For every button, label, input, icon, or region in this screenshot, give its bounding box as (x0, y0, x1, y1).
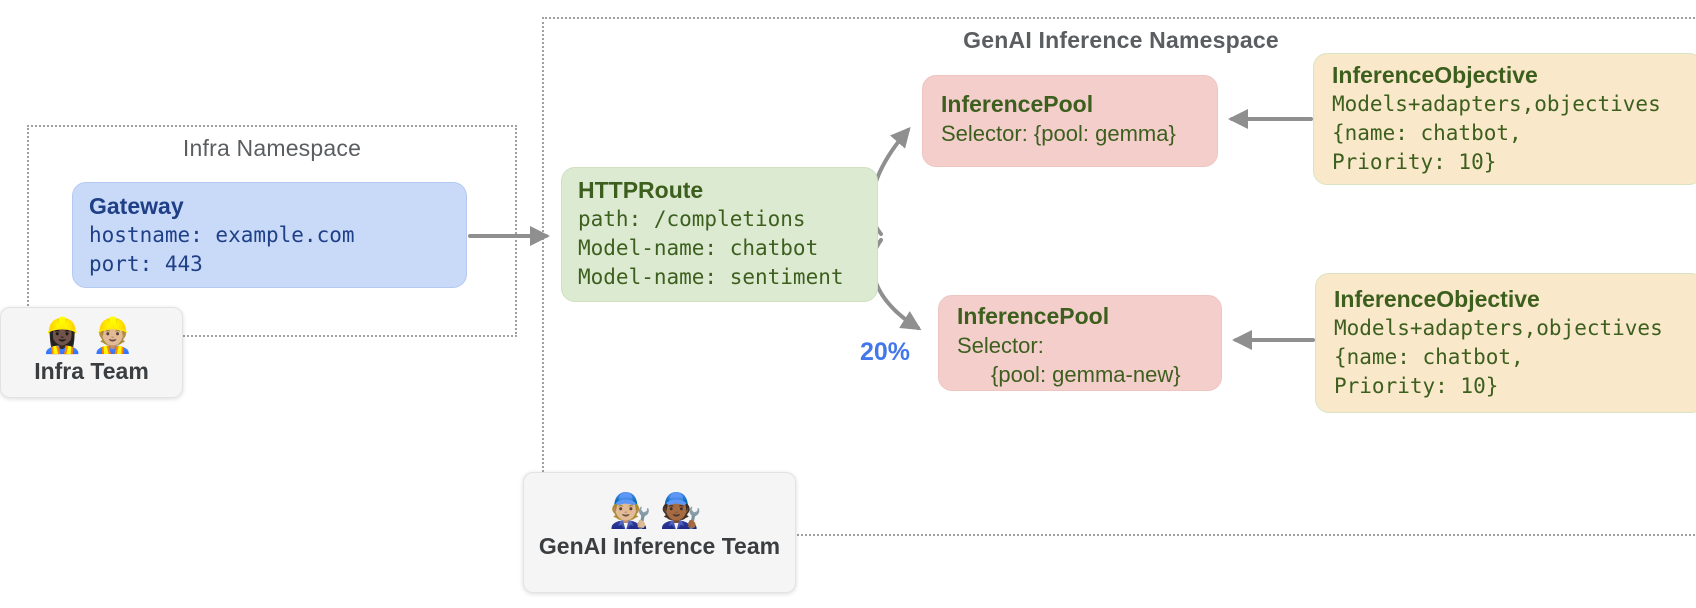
mechanics-icon: 🧑🏼‍🔧🧑🏾‍🔧 (609, 492, 710, 530)
httproute-node: HTTPRoute path: /completions Model-name:… (561, 167, 878, 302)
infra-namespace-title: Infra Namespace (182, 135, 362, 161)
genai-team-card: 🧑🏼‍🔧🧑🏾‍🔧 GenAI Inference Team (523, 472, 796, 593)
genai-namespace-boundary: GenAI Inference Namespace (542, 17, 1696, 536)
inference-objective-bottom-node: InferenceObjective Models+adapters,objec… (1315, 273, 1696, 413)
inference-pool-bottom-title: InferencePool (957, 303, 1110, 329)
inference-pool-bottom-pool-line: {pool: gemma-new} (991, 362, 1181, 387)
httproute-model-sentiment-line: Model-name: sentiment (578, 265, 844, 289)
httproute-path-line: path: /completions (578, 207, 806, 231)
gateway-port-line: port: 443 (89, 252, 203, 276)
gateway-title: Gateway (89, 193, 184, 219)
httproute-model-chatbot-line: Model-name: chatbot (578, 236, 819, 260)
inference-objective-bottom-priority-line: Priority: 10} (1334, 374, 1499, 398)
gateway-node: Gateway hostname: example.com port: 443 (72, 182, 467, 288)
inference-objective-top-name-line: {name: chatbot, (1332, 121, 1522, 145)
inference-objective-top-node: InferenceObjective Models+adapters,objec… (1313, 53, 1696, 185)
gateway-hostname-line: hostname: example.com (89, 223, 355, 247)
genai-team-label: GenAI Inference Team (538, 533, 781, 560)
inference-pool-top-selector-line: Selector: {pool: gemma} (941, 121, 1176, 146)
inference-objective-top-title: InferenceObjective (1332, 62, 1538, 88)
inference-pool-bottom-node: InferencePool Selector: {pool: gemma-new… (938, 295, 1222, 391)
infra-namespace-boundary: Infra Namespace (27, 125, 517, 337)
inference-pool-bottom-selector-line: Selector: (957, 333, 1044, 358)
inference-pool-top-node: InferencePool Selector: {pool: gemma} (922, 75, 1218, 167)
genai-namespace-title: GenAI Inference Namespace (963, 27, 1279, 53)
httproute-title: HTTPRoute (578, 177, 704, 203)
construction-workers-icon: 👷🏿‍♀️👷🏼 (41, 317, 142, 355)
arrow-httproute-to-pool-bottom (870, 238, 922, 331)
inference-objective-bottom-name-line: {name: chatbot, (1334, 345, 1524, 369)
infra-team-card: 👷🏿‍♀️👷🏼 Infra Team (0, 307, 183, 398)
traffic-split-label: 20% (860, 338, 911, 366)
inference-objective-bottom-models-line: Models+adapters,objectives (1334, 316, 1663, 340)
inference-pool-top-title: InferencePool (941, 91, 1094, 117)
infra-team-label: Infra Team (34, 358, 149, 385)
inference-objective-top-priority-line: Priority: 10} (1332, 150, 1497, 174)
inference-objective-bottom-title: InferenceObjective (1334, 286, 1540, 312)
inference-objective-top-models-line: Models+adapters,objectives (1332, 92, 1661, 116)
